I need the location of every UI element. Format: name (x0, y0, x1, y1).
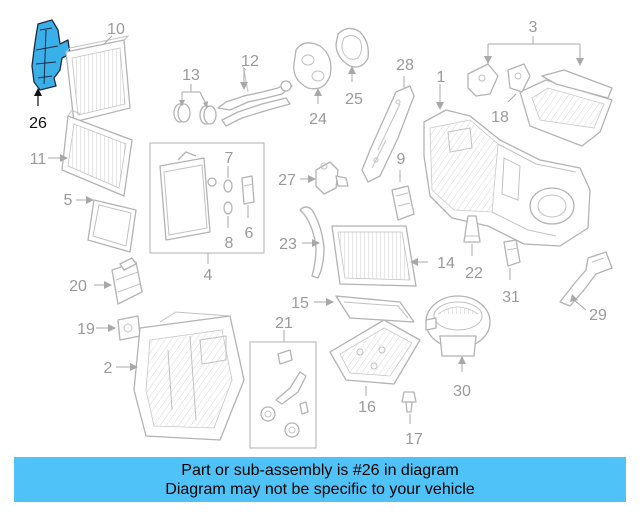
callout-30-label: 30 (453, 383, 471, 400)
callout-28-label: 28 (396, 57, 414, 74)
callout-22[interactable]: 22 (465, 244, 483, 282)
callout-28[interactable]: 28 (396, 57, 414, 88)
callout-11[interactable]: 11 (30, 151, 68, 168)
part-18-link (507, 63, 531, 93)
group-box-21 (249, 341, 317, 449)
callout-5[interactable]: 5 (64, 192, 94, 209)
callout-24[interactable]: 24 (309, 88, 327, 128)
callout-27-label: 27 (278, 172, 296, 189)
part-31-resistor (503, 239, 521, 267)
callout-1-label: 1 (437, 69, 446, 86)
banner-line-1: Part or sub-assembly is #26 in diagram (181, 461, 459, 479)
part-27-sensor (315, 161, 349, 195)
callout-1[interactable]: 1 (436, 69, 446, 110)
part-1-hvac-housing (423, 109, 591, 247)
callout-7[interactable]: 7 (225, 150, 234, 178)
callout-17[interactable]: 17 (405, 414, 423, 448)
callout-2-label: 2 (104, 360, 113, 377)
callout-20-label: 20 (69, 278, 87, 295)
part-10-heater-core (65, 35, 131, 123)
callout-10[interactable]: 10 (103, 21, 125, 45)
group-box-4 (149, 142, 265, 254)
callout-20[interactable]: 20 (69, 278, 112, 295)
part-19-actuator (117, 315, 141, 341)
callout-10-label: 10 (107, 21, 125, 38)
callout-19-label: 19 (77, 321, 95, 338)
callout-12-label: 12 (241, 53, 259, 70)
callout-8-label: 8 (225, 235, 234, 252)
callout-30[interactable]: 30 (453, 356, 471, 400)
part-9-control-module (391, 185, 415, 221)
callout-16-label: 16 (358, 399, 376, 416)
part-15-filter-cover (335, 295, 415, 323)
part-2-lower-housing (133, 311, 245, 441)
parts-diagram: 26 10 11 5 20 (29, 19, 613, 449)
part-22-sensor (463, 215, 481, 243)
callout-16[interactable]: 16 (358, 386, 376, 416)
callout-26-label: 26 (29, 115, 47, 132)
info-banner: Part or sub-assembly is #26 in diagram D… (14, 457, 626, 502)
callout-12[interactable]: 12 (240, 53, 259, 90)
callout-29[interactable]: 29 (570, 294, 607, 324)
callout-13-label: 13 (182, 67, 200, 84)
part-20-actuator-motor (111, 257, 143, 305)
callout-21[interactable]: 21 (275, 315, 293, 342)
callout-31-label: 31 (502, 289, 520, 306)
callout-6[interactable]: 6 (245, 205, 254, 242)
callout-19[interactable]: 19 (77, 321, 116, 338)
banner-line-2: Diagram may not be specific to your vehi… (165, 480, 475, 498)
part-28-bracket (361, 85, 415, 183)
callout-25-label: 25 (345, 91, 363, 108)
callout-15[interactable]: 15 (291, 295, 334, 312)
callout-14[interactable]: 14 (410, 255, 455, 272)
part-26-air-duct[interactable] (31, 19, 71, 91)
callout-7-label: 7 (225, 150, 234, 167)
part-29-duct (559, 251, 613, 307)
part-3-flap-assembly (519, 69, 613, 147)
callout-27[interactable]: 27 (278, 172, 316, 189)
part-5-filter-element (87, 199, 137, 253)
part-24-gasket (293, 42, 332, 90)
callout-25[interactable]: 25 (345, 66, 363, 108)
callout-14-label: 14 (437, 255, 455, 272)
callout-11-label: 11 (30, 151, 47, 168)
callout-8[interactable]: 8 (225, 216, 234, 252)
callout-24-label: 24 (309, 111, 327, 128)
callout-17-label: 17 (405, 431, 423, 448)
part-30-blower-motor (425, 295, 491, 357)
part-11-evaporator (61, 109, 133, 197)
part-12-ac-lines (217, 65, 293, 127)
callout-3-label: 3 (529, 19, 538, 36)
callout-5-label: 5 (64, 192, 73, 209)
callout-18[interactable]: 18 (491, 93, 517, 126)
callout-9[interactable]: 9 (397, 151, 406, 182)
part-25-seal (335, 27, 369, 68)
callout-9-label: 9 (397, 151, 406, 168)
callout-29-label: 29 (589, 307, 607, 324)
callout-23-label: 23 (279, 236, 297, 253)
callout-23[interactable]: 23 (279, 236, 320, 253)
callout-31[interactable]: 31 (502, 268, 520, 306)
callout-18-label: 18 (491, 109, 509, 126)
part-13-o-rings (173, 103, 217, 125)
callout-26[interactable]: 26 (29, 88, 47, 132)
callout-15-label: 15 (291, 295, 309, 312)
callout-4[interactable]: 4 (204, 253, 213, 284)
callout-13[interactable]: 13 (179, 67, 208, 108)
callout-3[interactable]: 3 (484, 19, 584, 66)
part-17-bolt (401, 391, 417, 413)
callout-22-label: 22 (465, 265, 483, 282)
callout-21-label: 21 (275, 315, 293, 332)
part-14-cabin-filter (331, 225, 417, 287)
part-16-tray (329, 319, 421, 385)
callout-6-label: 6 (245, 225, 254, 242)
part-3a-lever (467, 63, 499, 97)
callout-2[interactable]: 2 (104, 360, 138, 377)
callout-4-label: 4 (204, 267, 213, 284)
